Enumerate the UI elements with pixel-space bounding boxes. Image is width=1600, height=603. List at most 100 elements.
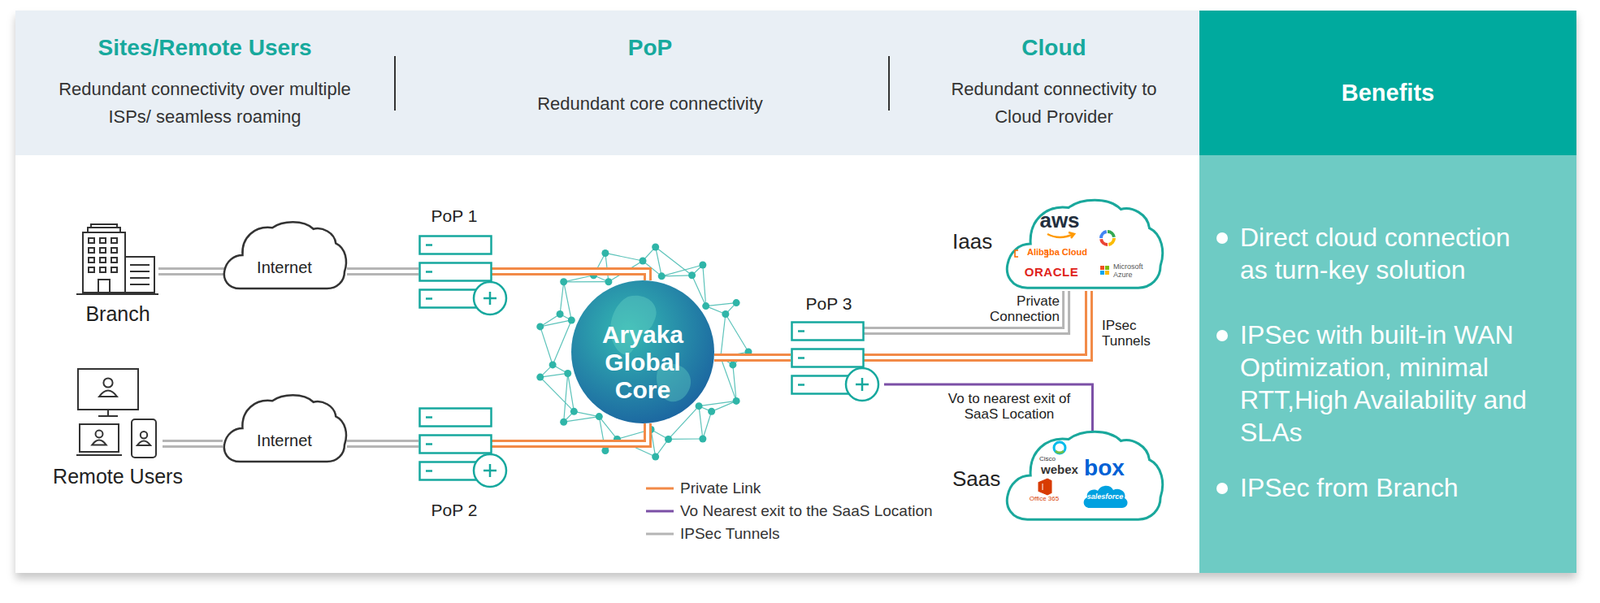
plus-circle xyxy=(473,281,507,315)
network-dot xyxy=(639,257,647,265)
node-text: IPSec from Branch xyxy=(1240,471,1529,504)
node-text: IPSec with built-in WAN Optimization, mi… xyxy=(1240,318,1529,449)
network-dot xyxy=(728,360,737,369)
building xyxy=(82,232,126,293)
google-cloud-icon xyxy=(1107,229,1116,238)
network-link xyxy=(661,264,703,277)
node-text: webex xyxy=(1040,462,1079,477)
connector-label: IPsec Tunnels xyxy=(1100,318,1169,349)
connector-label: Private Connection xyxy=(968,294,1062,325)
shape-cloud xyxy=(222,392,347,464)
network-dot xyxy=(601,446,609,455)
window xyxy=(88,267,95,273)
network-dot xyxy=(732,397,741,405)
connector-line xyxy=(491,423,648,444)
network-link xyxy=(540,326,553,365)
connector xyxy=(491,271,648,281)
global-core: Aryaka Global Core xyxy=(571,280,715,424)
node-text: Direct cloud connection as turn-key solu… xyxy=(1240,221,1529,287)
connector-gap xyxy=(714,355,791,360)
server-led xyxy=(797,329,805,333)
network-link xyxy=(598,416,617,440)
azure-square xyxy=(1105,265,1110,270)
network-dot xyxy=(601,249,609,257)
cloud-outline xyxy=(224,394,347,462)
network-dot xyxy=(698,434,707,443)
node-text: Iaas xyxy=(952,229,993,255)
window xyxy=(111,267,118,273)
node-text: Redundant core connectivity xyxy=(537,90,764,118)
annex-line xyxy=(130,277,150,279)
legend-row: Vo Nearest exit to the SaaS Location xyxy=(646,499,972,523)
monitor xyxy=(78,368,139,410)
internet-cloud: Internet xyxy=(222,219,347,291)
network-dot xyxy=(702,302,710,310)
network-link xyxy=(698,400,737,406)
node-text: Cloud xyxy=(1021,34,1086,62)
node-text: Saas xyxy=(952,466,1001,492)
plus-sign xyxy=(855,377,869,391)
benefits-panel: Direct cloud connection as turn-key solu… xyxy=(1199,155,1577,573)
connector xyxy=(863,290,1089,358)
network-dot xyxy=(651,242,660,251)
network-link xyxy=(605,252,643,261)
connector xyxy=(162,443,223,445)
window xyxy=(111,247,118,253)
connector xyxy=(346,270,419,272)
network-dot xyxy=(595,412,603,421)
annex-line xyxy=(130,264,150,266)
legend-sample xyxy=(646,476,676,500)
server-led xyxy=(425,243,433,247)
person-body xyxy=(99,390,118,398)
connector-gap xyxy=(346,269,419,274)
pop-server: PoP 2 xyxy=(410,407,516,521)
annex-line xyxy=(130,283,150,286)
server-led xyxy=(425,469,433,473)
legend-line xyxy=(646,510,674,513)
network-link xyxy=(540,372,569,378)
connector-line xyxy=(346,267,419,276)
network-dot xyxy=(688,271,696,279)
network-dot xyxy=(559,418,568,426)
header-column: Sites/Remote UsersRedundant connectivity… xyxy=(15,10,395,156)
server-led xyxy=(425,442,433,446)
node-text: Microsoft Azure xyxy=(1113,263,1150,280)
connector xyxy=(158,271,226,273)
network-link xyxy=(552,320,572,365)
network-link xyxy=(725,313,749,352)
connector-label: Vo to nearest exit of SaaS Location xyxy=(936,391,1083,422)
window xyxy=(99,257,106,263)
bullet-dot xyxy=(1216,232,1228,244)
google-cloud-icon xyxy=(1099,238,1108,247)
network-link xyxy=(568,372,575,412)
connector-line xyxy=(346,439,419,448)
office-icon xyxy=(1037,477,1053,496)
node-text: PoP 2 xyxy=(431,499,478,521)
azure-square xyxy=(1100,265,1105,270)
salesforce-cloud xyxy=(1084,485,1128,508)
connector xyxy=(346,443,419,445)
connector-gap xyxy=(863,290,1067,331)
benefits-header: Benefits xyxy=(1199,10,1577,156)
remote-users-icon: Remote Users xyxy=(44,367,191,488)
annex xyxy=(125,256,155,293)
network-dot xyxy=(559,277,568,286)
window xyxy=(88,238,95,243)
node-text: salesforce xyxy=(1087,492,1124,502)
server-unit xyxy=(792,322,864,341)
network-dot xyxy=(570,407,578,416)
connector-gap xyxy=(491,271,648,281)
webex-icon xyxy=(1053,442,1066,454)
connector-line xyxy=(863,290,1067,331)
person-body xyxy=(91,440,107,446)
network-link xyxy=(563,281,573,321)
node-text: PoP xyxy=(628,34,673,62)
ground-line xyxy=(76,293,159,295)
azure-square xyxy=(1105,270,1110,275)
bullet-dot xyxy=(1216,329,1228,342)
node-text: Remote Users xyxy=(52,463,183,489)
node-text: PoP 3 xyxy=(806,293,853,314)
building-roof xyxy=(87,224,121,233)
person-head xyxy=(95,430,104,438)
cloud-outline xyxy=(1006,199,1163,288)
